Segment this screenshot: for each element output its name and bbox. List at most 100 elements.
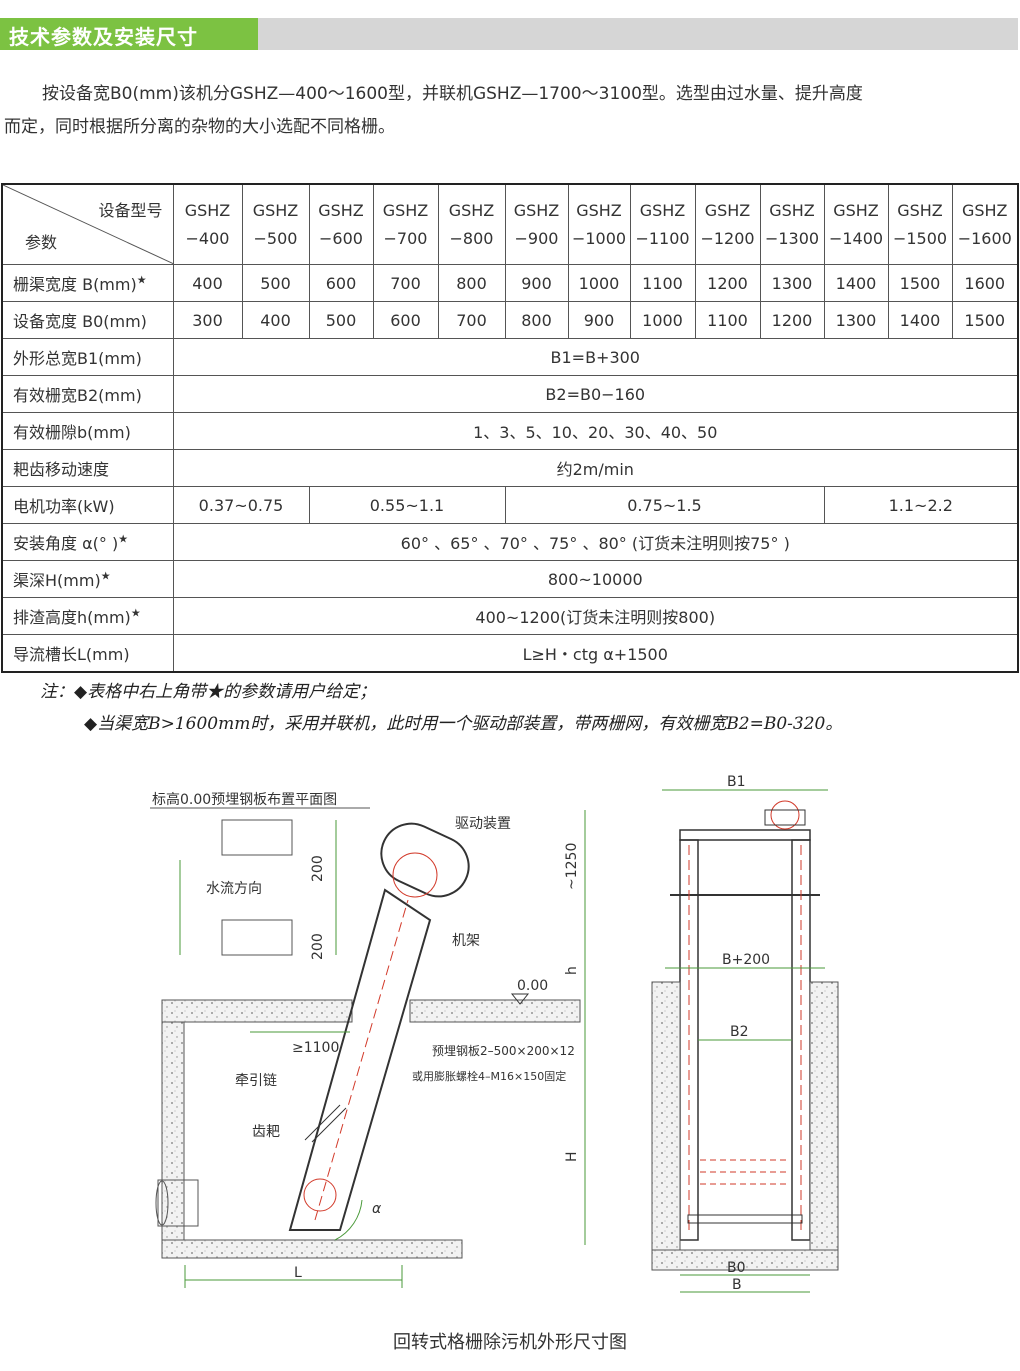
model-header-cell: GSHZ −700: [372, 183, 439, 265]
alpha-label: α: [372, 1201, 382, 1217]
value-cell: 400: [172, 264, 243, 302]
row-effective-width: 有效栅宽B2(mm) B2=B0−160: [1, 375, 1019, 413]
dimension-drawing: 标高0.00预埋钢板布置平面图 水流方向 200 200 驱动装置 机架 0.0…: [150, 774, 839, 1293]
value-cell: 1600: [951, 264, 1019, 302]
model-header-cell: GSHZ−1500: [887, 183, 953, 265]
diagonal-header-cell: 设备型号 参数: [1, 183, 174, 265]
rake-label: 齿耙: [252, 1124, 280, 1140]
dim-h-small: h: [564, 966, 580, 975]
header-param-label: 参数: [25, 233, 58, 252]
value-cell: 1500: [887, 264, 953, 302]
diagonal-line: [3, 185, 174, 264]
param-value: 0.37~0.75: [172, 486, 310, 524]
row-outer-width: 外形总宽B1(mm) B1=B+300: [1, 338, 1019, 376]
model-size: −400: [185, 228, 230, 248]
model-size: −1600: [957, 228, 1012, 248]
model-size: −1100: [635, 228, 690, 248]
model-size: −700: [383, 228, 428, 248]
value-cell: 800: [437, 264, 506, 302]
model-header-cell: GSHZ −400: [172, 183, 243, 265]
param-label: 有效栅隙b(mm): [1, 412, 174, 450]
param-value: 0.55~1.1: [308, 486, 506, 524]
param-label: 安装角度 α(° )★: [1, 523, 174, 561]
model-size: −900: [514, 228, 559, 248]
model-header-cell: GSHZ−500: [241, 183, 310, 265]
section-header-accent: [0, 18, 258, 50]
param-value: 60° 、65° 、70° 、75° 、80° (订货未注明则按75° ): [172, 523, 1019, 561]
param-label: 设备宽度 B0(mm): [1, 301, 174, 339]
param-value: 约2m/min: [172, 449, 1019, 487]
value-cell: 1200: [694, 264, 761, 302]
model-series: GSHZ: [382, 200, 429, 220]
param-label: 电机功率(kW): [1, 486, 174, 524]
model-series: GSHZ: [576, 200, 622, 220]
side-elevation: 标高0.00预埋钢板布置平面图 水流方向 200 200 驱动装置 机架 0.0…: [150, 791, 586, 1288]
model-header-cell: GSHZ−1300: [759, 183, 825, 265]
dim-200-lower: 200: [310, 933, 326, 960]
value-cell: 500: [308, 301, 374, 339]
model-header-cell: GSHZ −900: [504, 183, 569, 265]
model-size: −1500: [892, 228, 948, 248]
value-cell: 900: [504, 264, 569, 302]
value-cell: 500: [241, 264, 310, 302]
model-series: GSHZ: [704, 200, 751, 220]
plan-label: 标高0.00预埋钢板布置平面图: [152, 791, 337, 808]
param-label: 外形总宽B1(mm): [1, 338, 174, 376]
row-power: 电机功率(kW) 0.37~0.75 0.55~1.1 0.75~1.5 1.1…: [1, 486, 1019, 524]
model-size: −1000: [571, 228, 627, 248]
dim-1250: ~1250: [564, 843, 580, 890]
side-B200-label: B+200: [722, 952, 770, 968]
model-series: GSHZ: [184, 200, 231, 220]
drive-label: 驱动装置: [455, 816, 511, 832]
value-cell: 800: [504, 301, 569, 339]
section-title: 技术参数及安装尺寸: [9, 25, 198, 49]
row-speed: 耙齿移动速度 约2m/min: [1, 449, 1019, 487]
model-series: GSHZ: [513, 200, 560, 220]
level-label: 0.00: [517, 978, 548, 994]
model-header-cell: GSHZ−1400: [823, 183, 889, 265]
model-series: GSHZ: [318, 200, 364, 220]
value-cell: 900: [567, 301, 631, 339]
flow-direction-label: 水流方向: [206, 881, 262, 897]
value-cell: 400: [241, 301, 310, 339]
model-size: −1200: [700, 228, 755, 248]
value-cell: 1000: [629, 301, 696, 339]
model-series: GSHZ: [448, 200, 495, 220]
model-header-cell: GSHZ−800: [437, 183, 506, 265]
dim-200-upper: 200: [310, 855, 326, 882]
intro-paragraph: 按设备宽B0(mm)该机分GSHZ—400～1600型，并联机GSHZ—1700…: [4, 78, 1016, 144]
note-line-2: ◆当渠宽B>1600mm时，采用并联机，此时用一个驱动部装置，带两栅网，有效栅宽…: [84, 714, 843, 734]
param-value: 0.75~1.5: [504, 486, 825, 524]
value-cell: 1300: [823, 301, 889, 339]
frame-label: 机架: [452, 933, 480, 949]
model-size: −500: [253, 228, 298, 248]
side-B-label: B: [732, 1277, 742, 1293]
param-value: B1=B+300: [172, 338, 1019, 376]
value-cell: 1100: [629, 264, 696, 302]
row-gap: 有效栅隙b(mm) 1、3、5、10、20、30、40、50: [1, 412, 1019, 450]
value-cell: 1100: [694, 301, 761, 339]
drawing-caption: 回转式格栅除污机外形尺寸图: [393, 1332, 627, 1353]
param-label: 栅渠宽度 B(mm)★: [1, 264, 174, 302]
header-model-label: 设备型号: [98, 201, 163, 220]
row-channel-length: 导流槽长L(mm) L≥H・ctg α+1500: [1, 634, 1019, 673]
side-B2-label: B2: [730, 1024, 749, 1040]
value-cell: 1400: [887, 301, 953, 339]
value-cell: 600: [308, 264, 374, 302]
param-value: 1.1~2.2: [823, 486, 1019, 524]
notes: 注：◆表格中右上角带★的参数请用户给定； ◆当渠宽B>1600mm时，采用并联机…: [40, 676, 842, 740]
chain-label: 牵引链: [235, 1073, 277, 1089]
value-cell: 1400: [823, 264, 889, 302]
side-B0-label: B0: [727, 1260, 746, 1276]
param-label: 有效栅宽B2(mm): [1, 375, 174, 413]
front-elevation: B1 B+200 B2 B0 B: [651, 774, 839, 1293]
value-cell: 700: [437, 301, 506, 339]
note-line-1: 注：◆表格中右上角带★的参数请用户给定；: [40, 682, 377, 702]
row-discharge: 排渣高度h(mm)★ 400~1200(订货未注明则按800): [1, 597, 1019, 635]
value-cell: 1300: [759, 264, 825, 302]
param-value: 800~10000: [172, 560, 1019, 598]
model-header-cell: GSHZ−1100: [629, 183, 696, 265]
